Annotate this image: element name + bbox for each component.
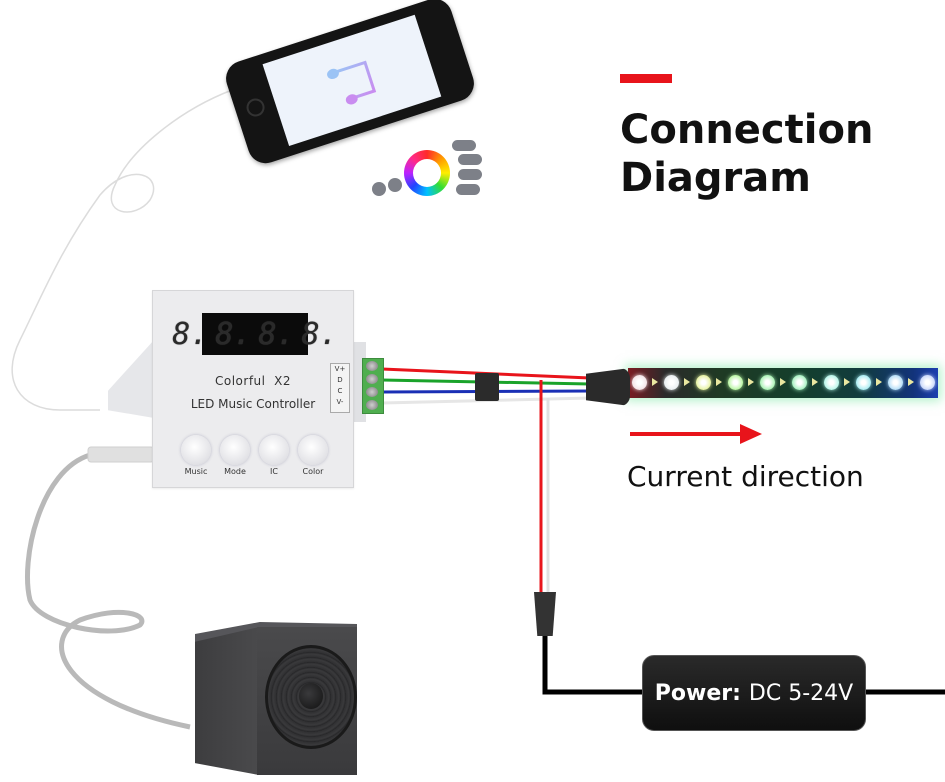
screw-terminal-block bbox=[362, 358, 384, 414]
controller-name: LED Music Controller bbox=[190, 397, 316, 411]
led-pixel bbox=[792, 375, 807, 390]
strip-connector bbox=[586, 368, 630, 406]
led-pixel bbox=[760, 375, 775, 390]
ic-button[interactable] bbox=[259, 435, 289, 465]
terminal-labels: V+ D C V- bbox=[330, 363, 350, 413]
color-button[interactable] bbox=[298, 435, 328, 465]
power-supply: Power: DC 5-24V bbox=[642, 655, 866, 731]
led-pixel bbox=[728, 375, 743, 390]
led-pixel bbox=[824, 375, 839, 390]
smartphone bbox=[221, 0, 479, 168]
led-pixel bbox=[888, 375, 903, 390]
audio-cable bbox=[25, 452, 191, 730]
color-button-label: Color bbox=[302, 467, 324, 476]
direction-arrow-icon bbox=[652, 378, 658, 386]
display-digit: 8. bbox=[258, 316, 295, 352]
power-cable-in bbox=[542, 636, 645, 695]
led-music-controller: 8. 8. 8. 8. Colorful X2 LED Music Contro… bbox=[152, 290, 354, 488]
current-direction-label: Current direction bbox=[627, 460, 864, 493]
led-pixel bbox=[632, 375, 647, 390]
display-digit: 8. bbox=[301, 316, 338, 352]
mode-button-label: Mode bbox=[224, 467, 246, 476]
music-button[interactable] bbox=[181, 435, 211, 465]
music-note-icon bbox=[327, 60, 377, 105]
terminal-label-vminus: V- bbox=[336, 398, 344, 406]
music-button-label: Music bbox=[184, 467, 208, 476]
home-button-icon bbox=[244, 96, 267, 119]
wire-splitter bbox=[475, 373, 499, 401]
remote-button bbox=[456, 184, 480, 195]
screw-icon bbox=[366, 361, 378, 371]
mode-button[interactable] bbox=[220, 435, 250, 465]
audio-jack bbox=[87, 446, 155, 463]
seven-segment-display: 8. 8. 8. 8. bbox=[172, 313, 338, 355]
remote-button bbox=[458, 169, 482, 180]
speaker-cone bbox=[265, 645, 357, 749]
direction-arrow-icon bbox=[844, 378, 850, 386]
direction-arrow-icon bbox=[780, 378, 786, 386]
power-plug bbox=[534, 592, 556, 636]
current-arrow-line bbox=[630, 432, 742, 436]
direction-arrow-icon bbox=[876, 378, 882, 386]
screw-icon bbox=[366, 387, 378, 397]
page-title: Connection Diagram bbox=[620, 106, 873, 202]
terminal-label-data: D bbox=[337, 376, 343, 384]
phone-screen bbox=[262, 14, 442, 146]
direction-arrow-icon bbox=[908, 378, 914, 386]
led-pixel bbox=[920, 375, 935, 390]
arrow-right-icon bbox=[740, 424, 762, 444]
led-strip bbox=[628, 368, 938, 398]
screw-icon bbox=[366, 374, 378, 384]
power-value: DC 5-24V bbox=[748, 680, 854, 706]
display-digit: 8. bbox=[215, 316, 252, 352]
terminal-label-clock: C bbox=[337, 387, 343, 395]
title-line-2: Diagram bbox=[620, 155, 811, 201]
direction-arrow-icon bbox=[748, 378, 754, 386]
remote-button bbox=[452, 140, 476, 151]
led-pixel bbox=[856, 375, 871, 390]
display-digit: 8. bbox=[172, 316, 209, 352]
phone-cable bbox=[11, 89, 233, 411]
speaker-side bbox=[195, 627, 259, 775]
remote-button bbox=[372, 182, 386, 196]
wheel-center bbox=[413, 159, 441, 187]
remote-power-button bbox=[388, 178, 402, 192]
led-pixel bbox=[664, 375, 679, 390]
direction-arrow-icon bbox=[812, 378, 818, 386]
title-line-1: Connection bbox=[620, 107, 874, 153]
color-wheel-icon bbox=[404, 150, 450, 196]
speaker-dust-cap bbox=[299, 683, 323, 709]
direction-arrow-icon bbox=[684, 378, 690, 386]
rf-remote bbox=[366, 138, 491, 208]
terminal-label-vplus: V+ bbox=[334, 365, 346, 373]
direction-arrow-icon bbox=[716, 378, 722, 386]
screw-icon bbox=[366, 400, 378, 410]
title-accent-bar bbox=[620, 74, 672, 83]
led-pixel bbox=[696, 375, 711, 390]
ic-button-label: IC bbox=[270, 467, 278, 476]
power-label: Power: bbox=[654, 680, 741, 706]
controller-model: Colorful X2 bbox=[215, 374, 291, 388]
remote-button bbox=[458, 154, 482, 165]
